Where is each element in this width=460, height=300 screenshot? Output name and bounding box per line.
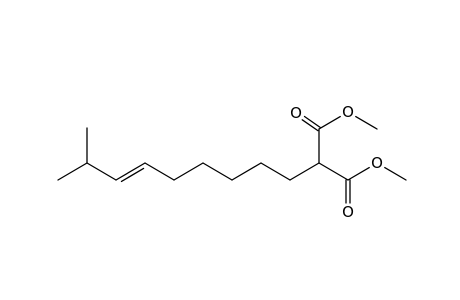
single-bond xyxy=(355,115,378,130)
oxygen-atom-label: O xyxy=(342,103,354,121)
single-bond xyxy=(144,162,175,181)
single-bond xyxy=(260,162,291,181)
double-bond-line xyxy=(301,119,319,132)
single-bond xyxy=(347,166,370,181)
single-bond xyxy=(86,162,117,181)
bonds-layer xyxy=(57,115,407,204)
double-bond-line xyxy=(303,115,321,129)
single-bond xyxy=(318,162,349,181)
oxygen-atom-label: O xyxy=(371,154,383,172)
double-bond-inner-line xyxy=(120,167,145,183)
single-bond xyxy=(384,166,407,181)
single-bond xyxy=(318,115,341,130)
single-bond xyxy=(202,162,233,181)
single-bond xyxy=(57,162,88,181)
single-bond xyxy=(231,162,262,181)
oxygen-atom-label: O xyxy=(342,203,354,221)
oxygen-atom-label: O xyxy=(290,104,302,122)
double-bond-line xyxy=(115,162,146,181)
single-bond xyxy=(173,162,204,181)
single-bond xyxy=(289,162,320,181)
atom-labels-layer: O O O O xyxy=(290,103,383,221)
